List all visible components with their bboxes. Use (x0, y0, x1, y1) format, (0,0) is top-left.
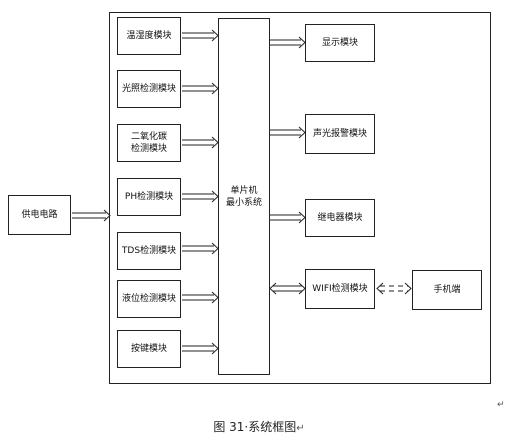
arrow-sensor-6 (182, 291, 219, 304)
sensor-label: 液位检测模块 (121, 294, 176, 304)
output-box-display: 显示模块 (305, 24, 375, 62)
sensor-label: 温湿度模块 (126, 31, 172, 41)
mcu-box: 单片机 最小系统 (218, 18, 270, 375)
output-label: WIFI检测模块 (312, 284, 368, 294)
return-mark: ↵ (497, 400, 505, 410)
sensor-box-6: 液位检测模块 (117, 280, 181, 318)
sensor-label: 光照检测模块 (121, 84, 176, 94)
output-label: 显示模块 (321, 38, 358, 48)
sensor-box-4: PH检测模块 (117, 178, 181, 216)
arrow-output-2 (270, 126, 306, 139)
output-box-wifi: WIFI检测模块 (305, 269, 375, 309)
sensor-label: 二氧化碳 检测模块 (130, 132, 167, 154)
arrow-wireless-dashed (376, 282, 412, 295)
sensor-box-2: 光照检测模块 (117, 70, 181, 108)
sensor-box-5: TDS检测模块 (117, 232, 181, 270)
system-frame (109, 12, 491, 384)
arrow-sensor-1 (182, 29, 219, 42)
output-box-alarm: 声光报警模块 (305, 114, 375, 154)
sensor-label: PH检测模块 (124, 192, 174, 202)
power-supply-label: 供电电路 (21, 210, 58, 220)
sensor-label: 按键模块 (130, 344, 167, 354)
phone-box: 手机端 (412, 270, 482, 310)
arrow-wifi-bidirectional (269, 282, 306, 295)
arrow-sensor-2 (182, 82, 219, 95)
output-label: 声光报警模块 (312, 129, 367, 139)
arrow-power-to-system (72, 209, 111, 222)
arrow-output-3 (270, 211, 306, 224)
caption-text: 图 31·系统框图 (213, 420, 297, 434)
caption-return-mark: ↵ (296, 423, 305, 434)
arrow-sensor-7 (182, 342, 219, 355)
arrow-sensor-3 (182, 136, 219, 149)
mcu-label: 单片机 最小系统 (225, 185, 262, 208)
sensor-box-3: 二氧化碳 检测模块 (117, 124, 181, 162)
arrow-output-1 (270, 36, 306, 49)
phone-label: 手机端 (433, 285, 461, 295)
arrow-sensor-4 (182, 190, 219, 203)
sensor-box-7: 按键模块 (117, 330, 181, 368)
sensor-box-1: 温湿度模块 (117, 17, 181, 55)
sensor-label: TDS检测模块 (121, 246, 177, 256)
arrow-sensor-5 (182, 242, 219, 255)
figure-caption: 图 31·系统框图↵ (0, 418, 518, 435)
power-supply-box: 供电电路 (8, 195, 71, 235)
output-label: 继电器模块 (317, 213, 363, 223)
output-box-relay: 继电器模块 (305, 199, 375, 237)
